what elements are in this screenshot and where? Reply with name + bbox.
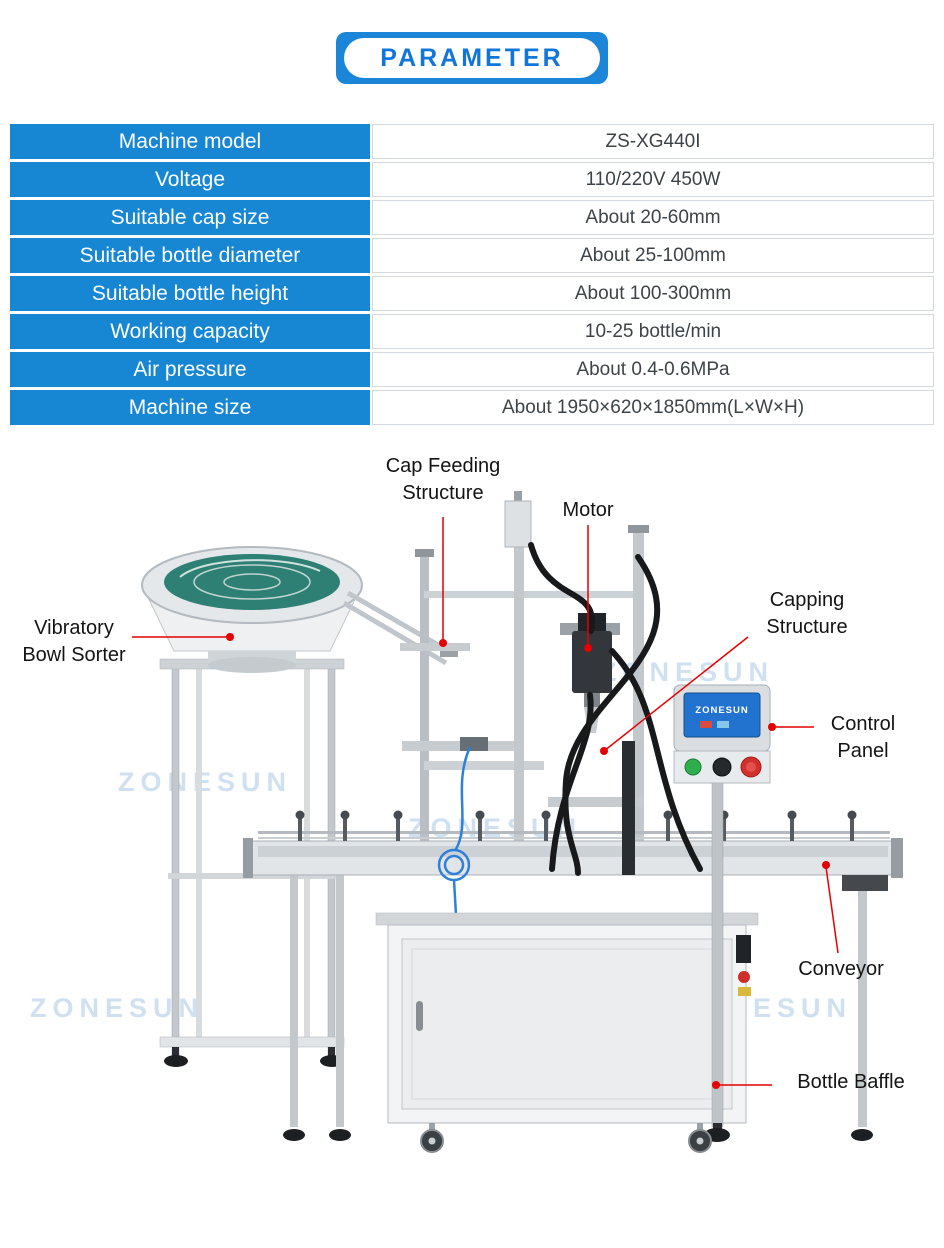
- header-pill: PARAMETER: [344, 38, 600, 78]
- table-row-value: About 0.4-0.6MPa: [372, 352, 934, 387]
- table-row-value: About 1950×620×1850mm(L×W×H): [372, 390, 934, 425]
- label-capping-structure: Capping Structure: [766, 589, 848, 638]
- watermark: ZONESUN: [118, 767, 293, 797]
- machine-illustration: ZONESUN: [141, 491, 903, 1153]
- table-row-label: Suitable bottle diameter: [10, 238, 370, 273]
- vibratory-bowl: [141, 546, 458, 673]
- table-row-value: 110/220V 450W: [372, 162, 934, 197]
- baffle-post: [622, 741, 635, 875]
- table-row-value: 10-25 bottle/min: [372, 314, 934, 349]
- cabinet: [375, 912, 759, 1124]
- conveyor-belt: [243, 810, 903, 1141]
- label-control-panel: Control Panel: [830, 713, 896, 762]
- label-vibratory-bowl-sorter: Vibratory Bowl Sorter: [22, 617, 126, 666]
- label-bottle-baffle: Bottle Baffle: [797, 1071, 905, 1093]
- table-row-label: Machine model: [10, 124, 370, 159]
- control-panel-box: ZONESUN: [673, 684, 771, 784]
- panel-pole: [704, 782, 730, 1142]
- emergency-stop-cap: [746, 762, 756, 772]
- caster-wheels: [420, 1123, 712, 1153]
- table-row-label: Voltage: [10, 162, 370, 197]
- motor-block: [560, 613, 620, 693]
- label-motor: Motor: [562, 499, 614, 521]
- watermark: ZONESUN: [30, 993, 205, 1023]
- parameter-table: Machine model ZS-XG440I Voltage 110/220V…: [10, 124, 934, 425]
- label-conveyor: Conveyor: [798, 958, 884, 980]
- table-row-label: Suitable bottle height: [10, 276, 370, 311]
- air-cylinder: [504, 491, 532, 548]
- table-row-value: About 20-60mm: [372, 200, 934, 235]
- table-row-label: Air pressure: [10, 352, 370, 387]
- black-button: [712, 757, 732, 777]
- label-cap-feeding-structure: Cap Feeding Structure: [385, 455, 501, 504]
- table-row-value: ZS-XG440I: [372, 124, 934, 159]
- green-button: [684, 758, 702, 776]
- pneumatic-tubes: [437, 746, 472, 916]
- page-title: PARAMETER: [380, 43, 564, 72]
- table-row-value: About 100-300mm: [372, 276, 934, 311]
- panel-screen-brand: ZONESUN: [695, 705, 748, 716]
- table-row-value: About 25-100mm: [372, 238, 934, 273]
- table-row-label: Working capacity: [10, 314, 370, 349]
- table-row-label: Machine size: [10, 390, 370, 425]
- table-row-label: Suitable cap size: [10, 200, 370, 235]
- machine-diagram: ZONESUN ZONESUN ZONESUN ZONESUN ZONESUN …: [0, 445, 944, 1248]
